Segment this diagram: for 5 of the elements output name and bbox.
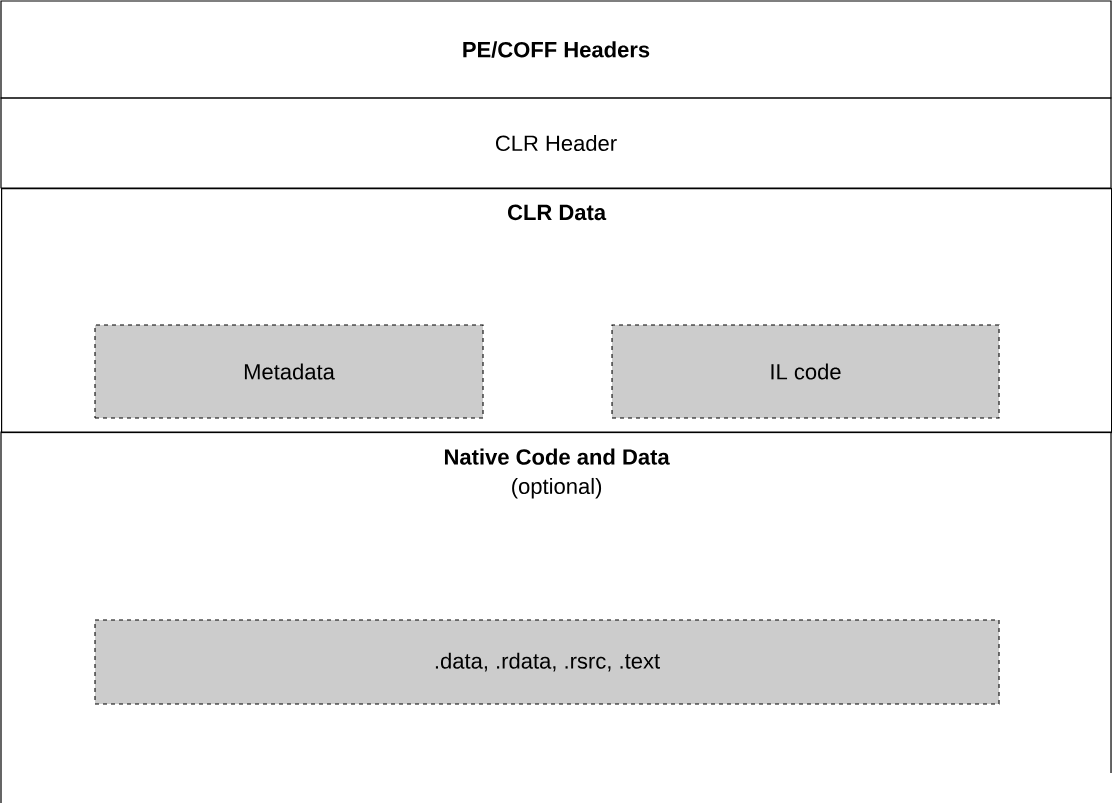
header-band: CLR Header [0,97,1112,189]
dashed-box: .data, .rdata, .rsrc, .text [94,619,1000,705]
dashed-box: IL code [611,324,1000,419]
dashed-box: Metadata [94,324,484,419]
header-band: PE/COFF Headers [0,0,1112,99]
